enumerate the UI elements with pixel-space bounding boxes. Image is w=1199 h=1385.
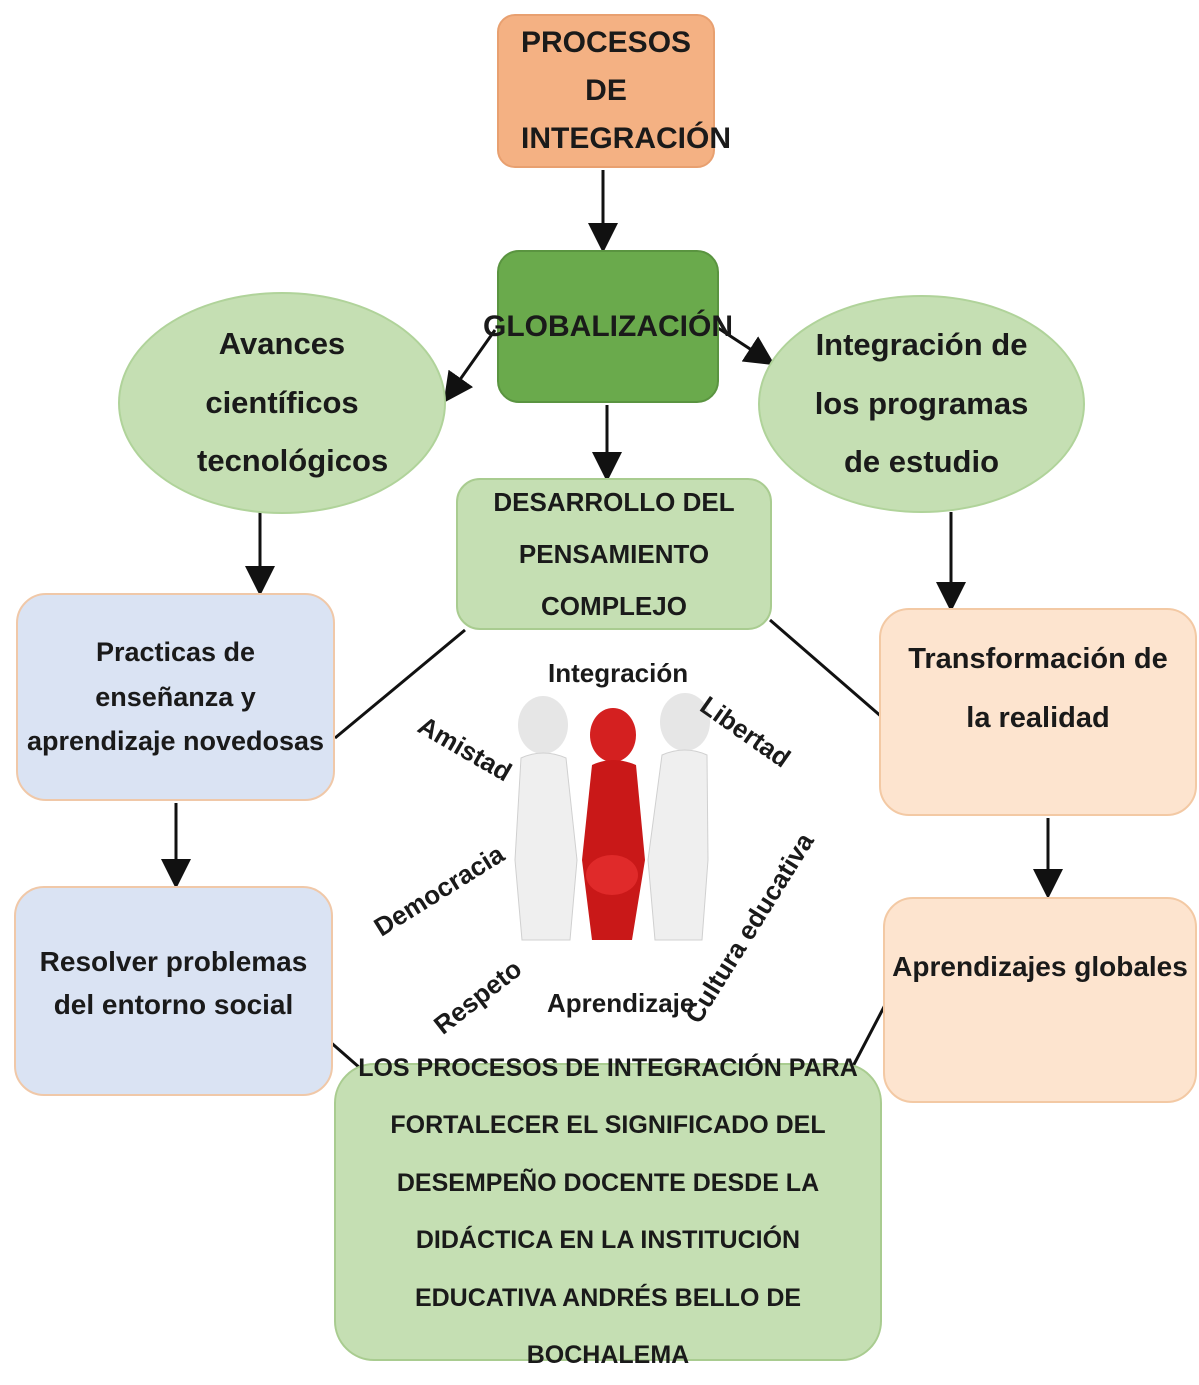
left-box-resolver-label: Resolver problemas del entorno social <box>39 946 308 1021</box>
people-figures-illustration <box>514 693 710 941</box>
line-right-box-to-bottom <box>848 1004 887 1073</box>
arrow-center-to-left-ellipse <box>443 329 497 403</box>
right-box-aprendizajes-label: Aprendizajes globales <box>892 951 1188 982</box>
center-node: GLOBALIZACIÓN <box>483 250 733 403</box>
middle-node: DESARROLLO DEL PENSAMIENTO COMPLEJO <box>456 478 772 630</box>
right-figure-head <box>660 693 710 751</box>
joined-hands <box>586 855 638 895</box>
line-middle-to-left-box <box>334 628 466 740</box>
bottom-node-label: LOS PROCESOS DE INTEGRACIÓN PARA FORTALE… <box>358 1053 858 1370</box>
red-figure-head <box>590 708 636 762</box>
arrow-center-to-right-ellipse <box>717 326 776 366</box>
left-box-resolver: Resolver problemas del entorno social <box>14 886 333 1096</box>
left-box-practicas-label: Practicas de enseñanza y aprendizaje nov… <box>26 637 325 757</box>
top-node: PROCESOS DE INTEGRACIÓN <box>497 14 731 168</box>
left-ellipse-label: Avances científicos tecnológicos <box>197 325 389 479</box>
right-ellipse-label: Integración de los programas de estudio <box>814 326 1029 480</box>
middle-node-label: DESARROLLO DEL PENSAMIENTO COMPLEJO <box>493 487 735 621</box>
word-aprendizaje: Aprendizaje <box>547 988 695 1018</box>
right-ellipse-node: Integración de los programas de estudio <box>758 295 1085 513</box>
right-box-transformacion: Transformación de la realidad <box>879 608 1197 816</box>
red-figure-body <box>582 760 645 940</box>
left-box-practicas: Practicas de enseñanza y aprendizaje nov… <box>16 593 335 801</box>
left-figure-body <box>514 752 578 941</box>
center-node-label: GLOBALIZACIÓN <box>483 309 733 343</box>
line-middle-to-right-box <box>769 618 884 720</box>
bottom-node: LOS PROCESOS DE INTEGRACIÓN PARA FORTALE… <box>334 1054 882 1369</box>
right-box-aprendizajes: Aprendizajes globales <box>883 897 1197 1103</box>
left-ellipse-node: Avances científicos tecnológicos <box>118 292 446 514</box>
right-figure-body <box>647 749 709 941</box>
right-box-transformacion-label: Transformación de la realidad <box>908 643 1168 735</box>
word-integracion: Integración <box>548 658 689 688</box>
left-figure-head <box>518 696 568 754</box>
top-node-label: PROCESOS DE INTEGRACIÓN <box>521 26 731 155</box>
line-left-box-to-bottom <box>327 1038 361 1070</box>
